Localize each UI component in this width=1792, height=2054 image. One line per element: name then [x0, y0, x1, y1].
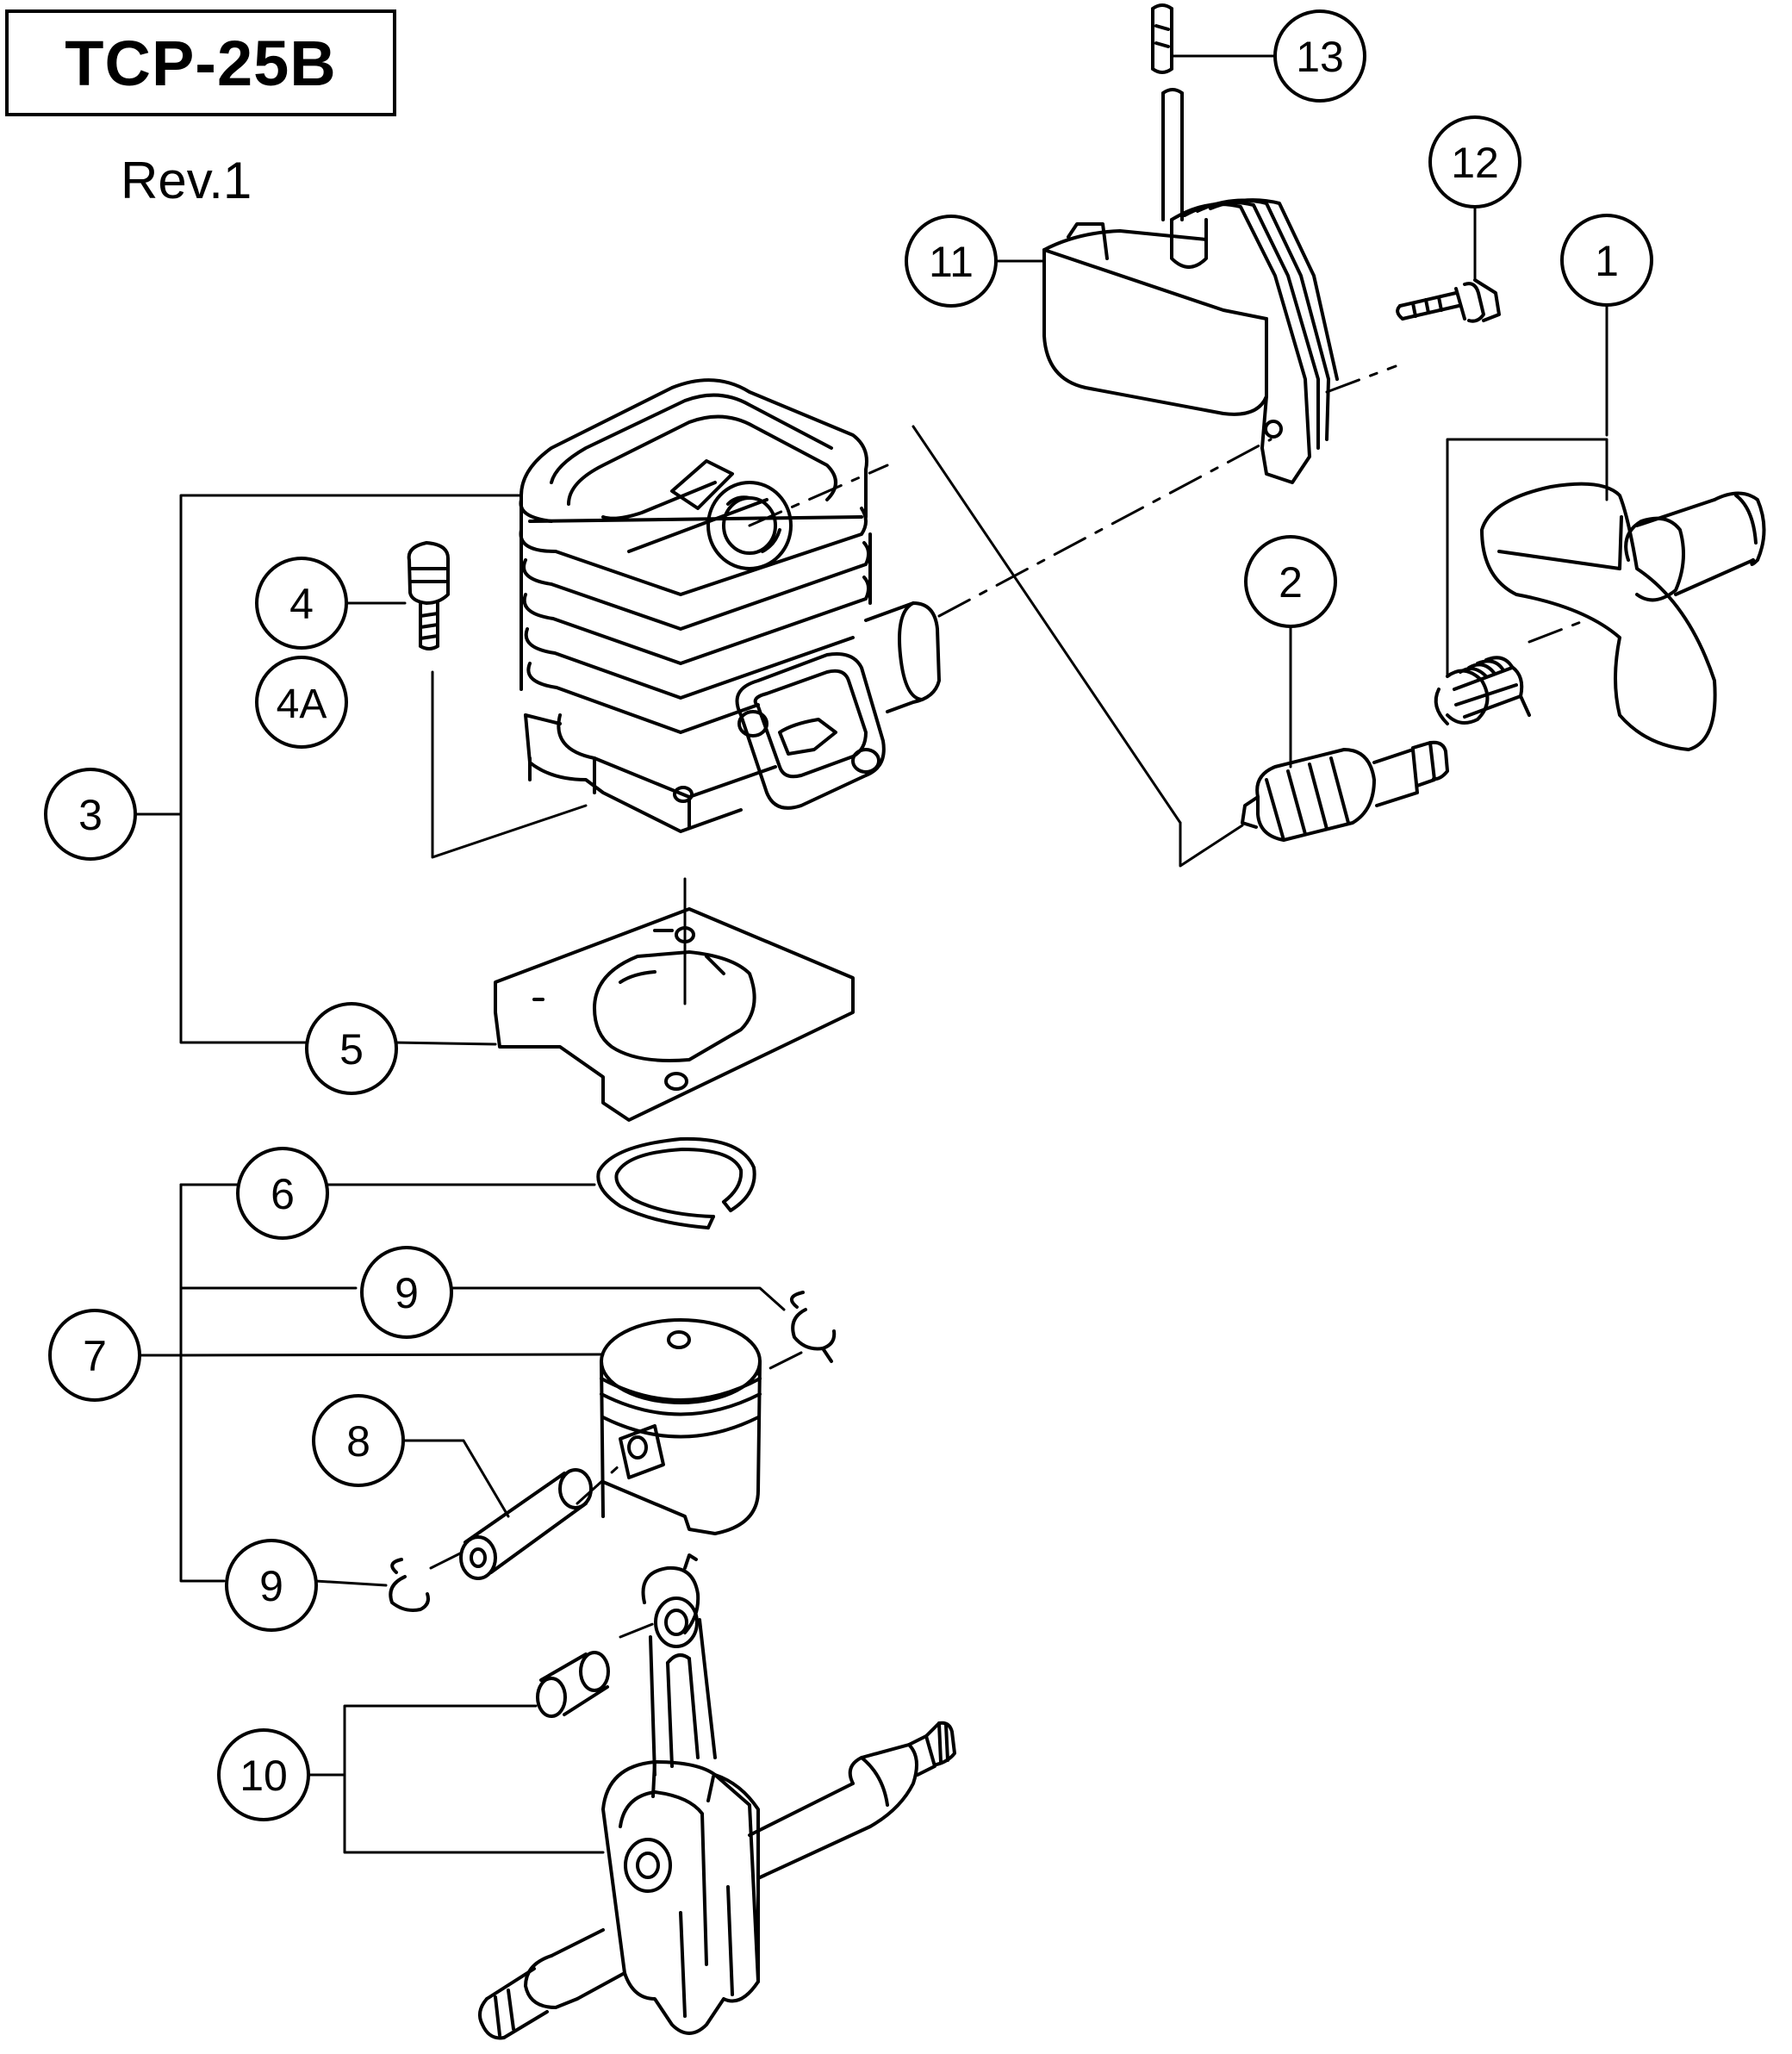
callout-6: 6: [236, 1147, 329, 1240]
part-3-cylinder: [519, 378, 941, 833]
callout-9-upper: 9: [360, 1246, 453, 1339]
part-9-circlip-upper: [789, 1291, 837, 1363]
callout-2: 2: [1244, 535, 1337, 628]
callout-12-label: 12: [1451, 139, 1499, 187]
part-6-piston-ring: [596, 1136, 756, 1229]
callout-13-label: 13: [1296, 33, 1344, 81]
callout-5-label: 5: [339, 1025, 364, 1074]
callout-7: 7: [48, 1309, 141, 1402]
part-5-gasket: [494, 907, 855, 1122]
callout-4a: 4A: [255, 656, 348, 749]
part-11-muffler: [1042, 88, 1339, 484]
model-title-box: TCP-25B: [5, 9, 396, 116]
callout-12: 12: [1428, 115, 1521, 209]
callout-10-label: 10: [240, 1752, 288, 1800]
part-1-plug-cap: [1434, 482, 1766, 751]
model-title: TCP-25B: [65, 27, 337, 99]
leader-lines: [132, 54, 1608, 1854]
callout-4: 4: [255, 557, 348, 650]
callout-10: 10: [217, 1728, 310, 1821]
callout-11: 11: [905, 215, 998, 308]
part-8-piston-pin: [459, 1468, 593, 1580]
part-13-pipe: [1151, 3, 1173, 74]
part-12-bolt: [1396, 278, 1501, 323]
callout-1: 1: [1560, 214, 1653, 307]
callout-1-label: 1: [1595, 237, 1619, 285]
callout-11-label: 11: [929, 238, 974, 286]
callouts: 13 12 11 1 2 4 4A 3: [44, 9, 1653, 1821]
part-9-circlip-lower: [389, 1558, 430, 1612]
callout-13: 13: [1273, 9, 1366, 103]
part-2-spark-plug: [1241, 740, 1449, 842]
callout-7-label: 7: [83, 1332, 107, 1380]
callout-3-label: 3: [78, 791, 103, 839]
part-7-piston: [600, 1318, 762, 1535]
callout-2-label: 2: [1279, 558, 1303, 607]
assembly-lines: [429, 364, 1587, 1639]
callout-8: 8: [312, 1394, 405, 1487]
callout-5: 5: [305, 1002, 398, 1095]
callout-6-label: 6: [271, 1170, 295, 1218]
part-10-crankshaft: [477, 1553, 956, 2040]
revision-label: Rev.1: [121, 152, 252, 209]
callout-9-upper-label: 9: [395, 1269, 419, 1317]
callout-4-label: 4: [289, 580, 314, 628]
callout-3: 3: [44, 768, 137, 861]
callout-4a-label: 4A: [277, 682, 327, 727]
part-4-screw: [407, 541, 450, 650]
callout-9-lower-label: 9: [259, 1562, 283, 1610]
callout-9-lower: 9: [225, 1539, 318, 1632]
callout-8-label: 8: [346, 1417, 370, 1466]
